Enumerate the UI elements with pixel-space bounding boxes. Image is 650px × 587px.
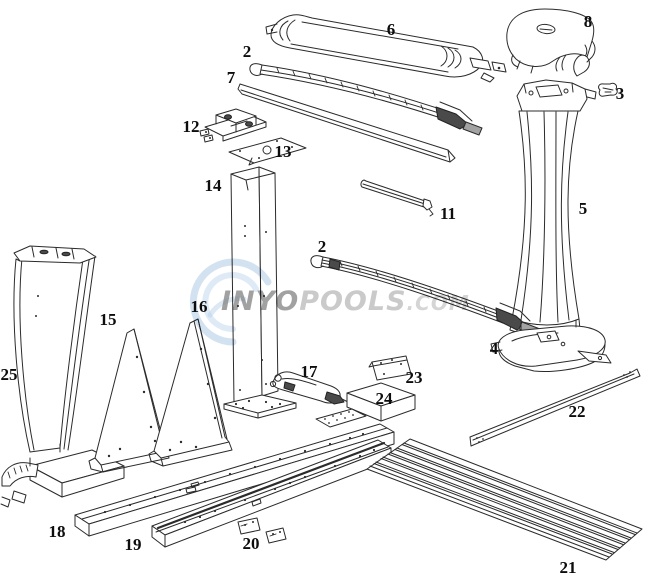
- part-23-plate: [368, 355, 412, 381]
- part-22-flat-strap: [469, 368, 641, 447]
- part-4-bottom-base: [490, 319, 612, 372]
- part-20-joint-plates: [237, 517, 287, 544]
- part-17-rail-connector: [269, 371, 353, 409]
- part-2-bottom-rail: [310, 255, 541, 337]
- part-18-bottom-channel: [74, 408, 395, 537]
- part-5-tapered-upright: [509, 79, 597, 338]
- part-19-bottom-channel-long: [151, 439, 392, 548]
- part-6-top-ledge: [265, 14, 507, 83]
- part-7-coping-strip: [237, 83, 456, 163]
- part-11-tube: [360, 179, 434, 217]
- part-21-wall-panel: [366, 438, 643, 561]
- part-12-top-bracket: [199, 108, 267, 143]
- part-2-top-rail: [249, 63, 483, 136]
- part-16-gusset-large: [148, 318, 233, 467]
- part-3-clip: [598, 82, 618, 97]
- part-8-top-cap: [506, 8, 596, 77]
- part-25-curved-upright: [0, 245, 125, 508]
- part-24-hardware-box: [346, 382, 416, 422]
- part-13-top-plate: [228, 137, 307, 166]
